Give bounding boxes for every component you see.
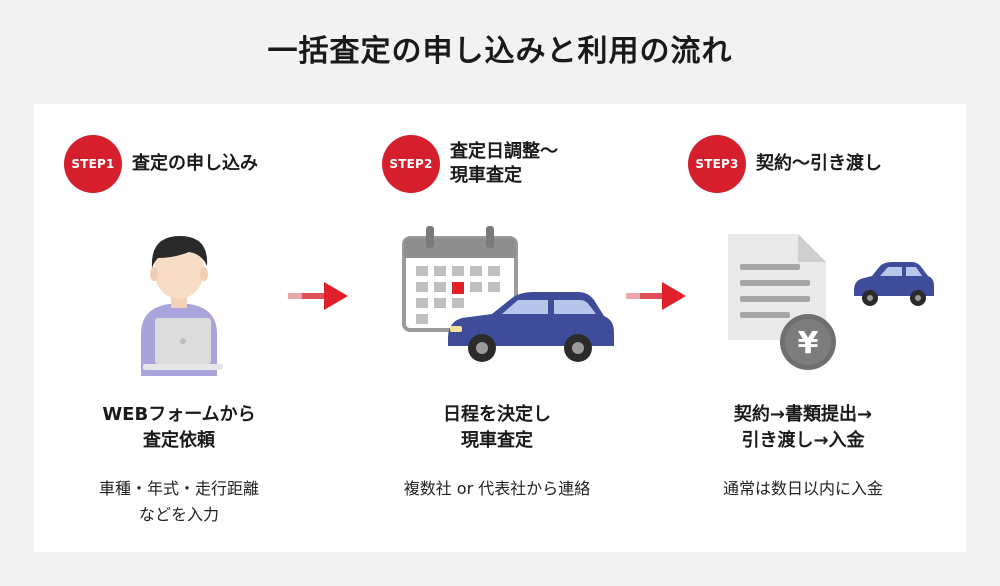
step-1-label: 査定の申し込み (132, 152, 292, 176)
arrow-right-icon (288, 276, 350, 316)
step-1-badge: STEP1 (64, 135, 122, 193)
document-yen-car-icon: ¥ (658, 216, 948, 376)
step-2-badge: STEP2 (382, 135, 440, 193)
step-1-title-line-2: 査定依頼 (143, 430, 215, 451)
step-2-desc-line-1: 複数社 or 代表社から連絡 (403, 479, 591, 498)
step-1-title: WEBフォームから 査定依頼 (34, 402, 324, 454)
step-2-label: 査定日調整～ 現車査定 (450, 140, 610, 188)
step-1-label-line: 査定の申し込み (132, 153, 258, 174)
svg-text:¥: ¥ (798, 326, 819, 361)
step-1-header: STEP1 査定の申し込み (64, 135, 292, 193)
arrow-right-icon (626, 276, 688, 316)
step-3-label: 契約～引き渡し (756, 152, 916, 176)
step-2-description: 複数社 or 代表社から連絡 (352, 476, 642, 502)
step-2: STEP2 査定日調整～ 現車査定 (352, 104, 642, 552)
step-1-description: 車種・年式・走行距離 などを入力 (34, 476, 324, 528)
calendar-car-icon (352, 216, 642, 376)
page-title: 一括査定の申し込みと利用の流れ (267, 34, 733, 69)
step-3-title-line-2: 引き渡し→入金 (741, 430, 865, 451)
step-3-description: 通常は数日以内に入金 (658, 476, 948, 502)
step-3-title-line-1: 契約→書類提出→ (733, 404, 873, 425)
step-2-title-line-1: 日程を決定し (443, 404, 551, 425)
step-1-title-line-1: WEBフォームから (102, 404, 256, 425)
step-2-header: STEP2 査定日調整～ 現車査定 (382, 135, 610, 193)
step-2-label-line-2: 現車査定 (450, 165, 522, 186)
step-3-label-line: 契約～引き渡し (756, 153, 882, 174)
step-2-title: 日程を決定し 現車査定 (352, 402, 642, 454)
step-3-badge: STEP3 (688, 135, 746, 193)
step-1: STEP1 査定の申し込み (34, 104, 324, 552)
step-1-desc-line-2: などを入力 (138, 505, 219, 524)
step-2-title-line-2: 現車査定 (461, 430, 533, 451)
step-3-title: 契約→書類提出→ 引き渡し→入金 (658, 402, 948, 454)
flow-panel: STEP1 査定の申し込み (34, 104, 966, 552)
person-laptop-icon (34, 216, 324, 376)
step-3-desc-line-1: 通常は数日以内に入金 (722, 479, 883, 498)
step-2-label-line-1: 査定日調整～ (450, 141, 558, 162)
step-3: STEP3 契約～引き渡し ¥ (658, 104, 948, 552)
step-1-desc-line-1: 車種・年式・走行距離 (98, 479, 259, 498)
step-3-header: STEP3 契約～引き渡し (688, 135, 916, 193)
